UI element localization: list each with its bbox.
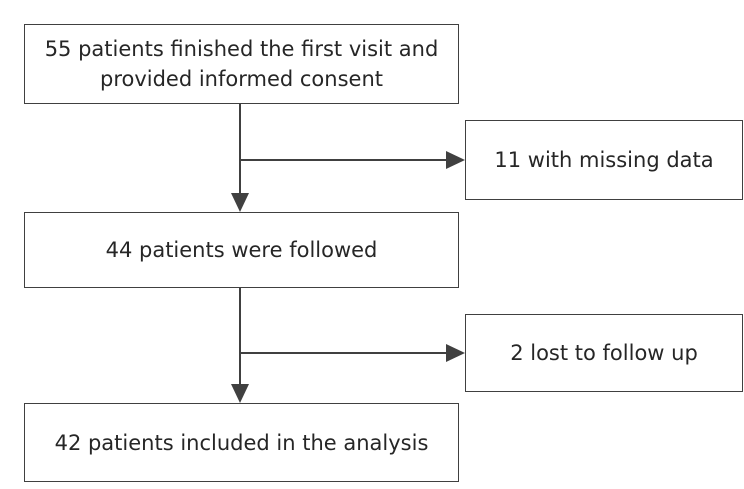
box-missing-data: 11 with missing data bbox=[465, 120, 743, 200]
arrowhead-to-lost bbox=[446, 344, 465, 362]
box-analysis: 42 patients included in the analysis bbox=[24, 403, 459, 482]
box-followed: 44 patients were followed bbox=[24, 212, 459, 288]
box-consent-text: 55 patients finished the first visit and… bbox=[44, 37, 439, 91]
box-analysis-text: 42 patients included in the analysis bbox=[54, 430, 429, 455]
arrowhead-to-missing bbox=[446, 151, 465, 169]
box-followed-text: 44 patients were followed bbox=[105, 238, 378, 262]
arrowhead-to-followed bbox=[231, 193, 249, 212]
box-consent: 55 patients finished the first visit and… bbox=[24, 24, 459, 104]
arrowhead-to-analysis bbox=[231, 384, 249, 403]
box-missing-data-text: 11 with missing data bbox=[494, 148, 714, 172]
box-lost-follow-up: 2 lost to follow up bbox=[465, 314, 743, 392]
box-lost-follow-up-text: 2 lost to follow up bbox=[510, 341, 698, 365]
